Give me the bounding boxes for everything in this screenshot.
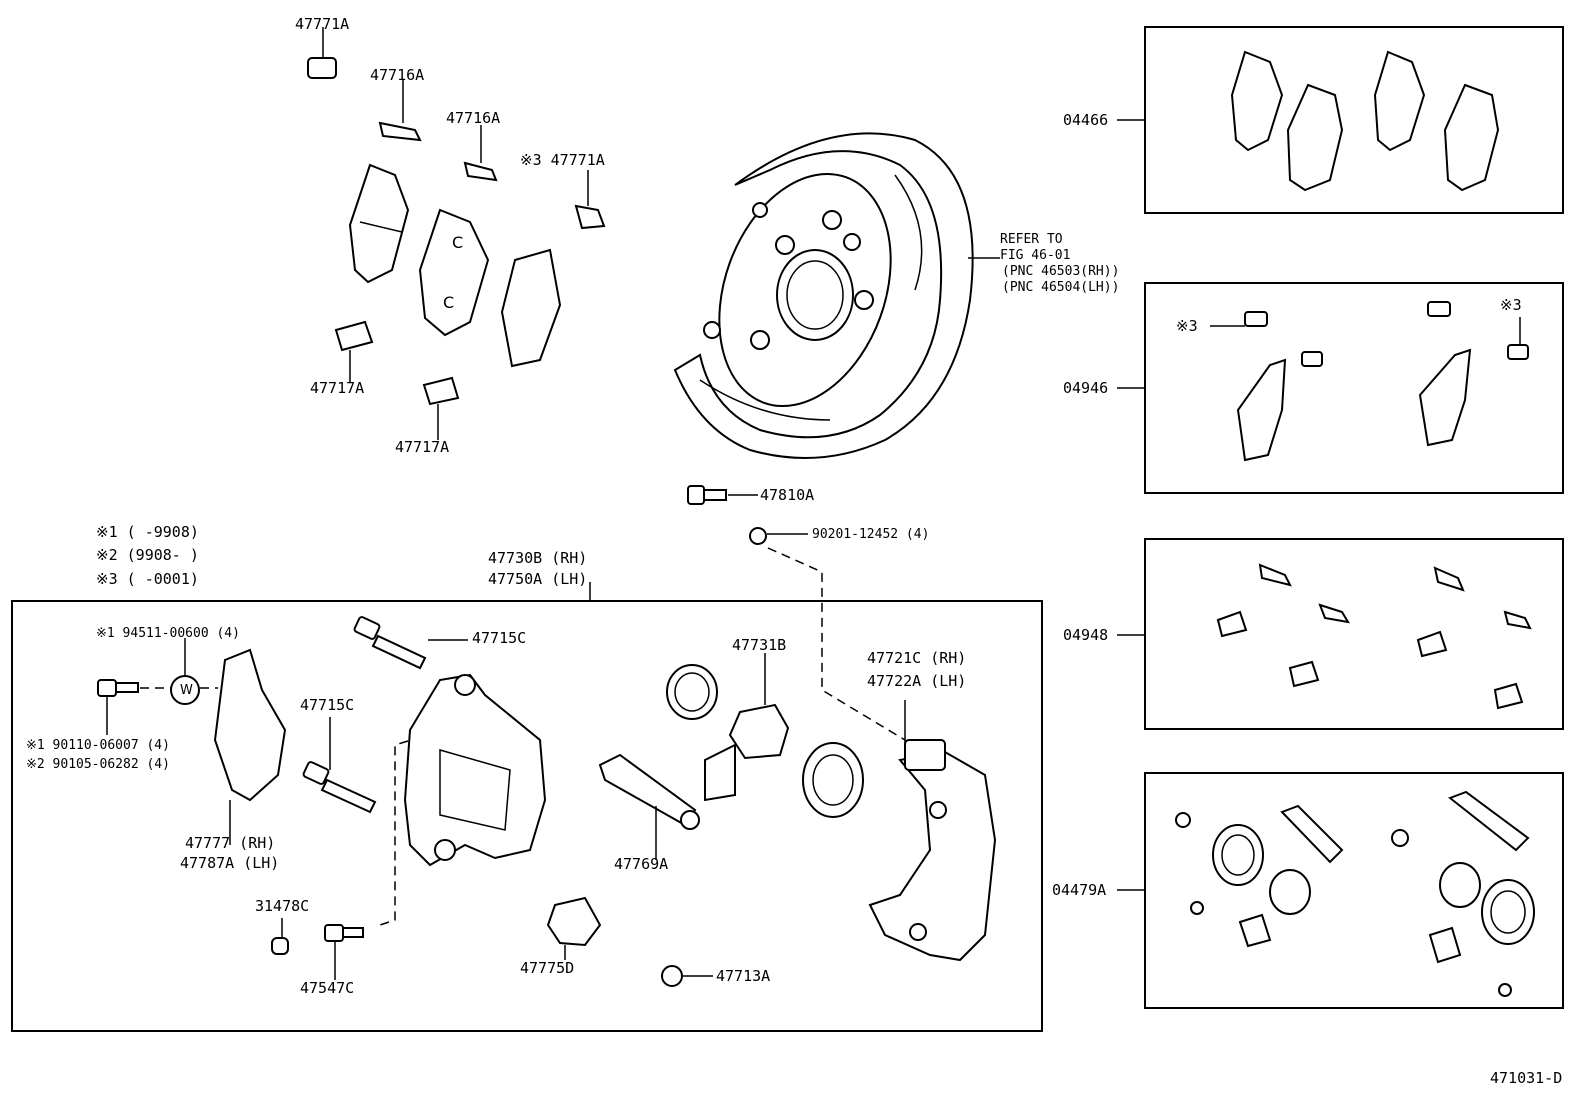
- svg-text:C: C: [443, 293, 454, 312]
- label-47717A-2: 47717A: [395, 438, 450, 456]
- clips-upper: [307, 57, 606, 406]
- caliper-bracket-47721C: [868, 739, 997, 962]
- label-90201: 90201-12452 (4): [812, 527, 930, 542]
- bolt-90110: [97, 679, 139, 697]
- kit-label-04479A: 04479A: [1052, 881, 1107, 899]
- label-refer-lh: (PNC 46504(LH)): [1002, 280, 1120, 295]
- backing-plate: [673, 132, 974, 459]
- note-1: ※1 ( -9908): [96, 523, 199, 541]
- mark-3-right: ※3: [1500, 296, 1522, 314]
- anti-squeal-shim-47777: [213, 648, 287, 802]
- label-47716A-1: 47716A: [370, 66, 425, 84]
- label-47713A: 47713A: [716, 967, 771, 985]
- label-47721C: 47721C (RH): [867, 649, 967, 667]
- label-47750A: 47750A (LH): [488, 570, 588, 588]
- mark-3-left: ※3: [1176, 317, 1198, 335]
- label-refer-rh: (PNC 46503(RH)): [1002, 264, 1120, 279]
- kit-04946-shims: [1236, 301, 1529, 462]
- kit-label-04946: 04946: [1063, 379, 1109, 397]
- figure-id: 471031-D: [1490, 1069, 1563, 1087]
- brake-pads-upper: C C: [348, 163, 562, 368]
- bolt-47810A: [687, 485, 727, 505]
- label-47547C: 47547C: [300, 979, 355, 997]
- label-refer-to: REFER TO: [1000, 232, 1063, 247]
- svg-text:C: C: [452, 233, 463, 252]
- note-3: ※3 ( -0001): [96, 570, 199, 588]
- piston-seal: [802, 742, 864, 818]
- label-47775D: 47775D: [520, 959, 575, 977]
- label-47722A: 47722A (LH): [867, 672, 967, 690]
- label-47771A-top: 47771A: [295, 15, 350, 33]
- bleeder-47547C: [324, 924, 364, 942]
- kit-04479A-parts: [1175, 790, 1535, 997]
- label-47771A-mark: ※3 47771A: [520, 151, 605, 169]
- label-47730B: 47730B (RH): [488, 549, 588, 567]
- label-47717A-1: 47717A: [310, 379, 365, 397]
- kit-box-04946: [1144, 282, 1564, 494]
- label-90110: ※1 90110-06007 (4): [26, 738, 170, 753]
- caliper-assembly-box: [11, 600, 1043, 1032]
- kit-04466-pads: [1230, 50, 1500, 192]
- slide-pin-47715C-lower: [302, 761, 377, 814]
- boot-47775D: [546, 896, 602, 947]
- piston: [728, 703, 790, 760]
- kit-04948-clips: [1216, 563, 1532, 710]
- label-47715C-1: 47715C: [472, 629, 527, 647]
- cap-31478C: [271, 937, 289, 955]
- kit-box-04466: [1144, 26, 1564, 214]
- label-47715C-2: 47715C: [300, 696, 355, 714]
- label-47769A: 47769A: [614, 855, 669, 873]
- label-47810A: 47810A: [760, 486, 815, 504]
- slide-pin-47715C-upper: [353, 616, 427, 670]
- caliper-housing: [403, 673, 547, 867]
- washer-90201: [749, 527, 767, 545]
- label-refer-fig: FIG 46-01: [1000, 248, 1071, 263]
- guide-pin-47769A: [598, 753, 700, 830]
- label-47716A-2: 47716A: [446, 109, 501, 127]
- plug-47713A: [661, 965, 683, 987]
- label-94511: ※1 94511-00600 (4): [96, 626, 240, 641]
- label-47787A: 47787A (LH): [180, 854, 280, 872]
- w-symbol-label: W: [180, 683, 193, 698]
- label-47731B: 47731B: [732, 636, 787, 654]
- mounting-bracket: [704, 743, 736, 802]
- label-31478C: 31478C: [255, 897, 310, 915]
- kit-box-04948: [1144, 538, 1564, 730]
- kit-label-04466: 04466: [1063, 111, 1109, 129]
- kit-label-04948: 04948: [1063, 626, 1109, 644]
- label-47777: 47777 (RH): [185, 834, 276, 852]
- note-2: ※2 (9908- ): [96, 546, 199, 564]
- label-90105: ※2 90105-06282 (4): [26, 757, 170, 772]
